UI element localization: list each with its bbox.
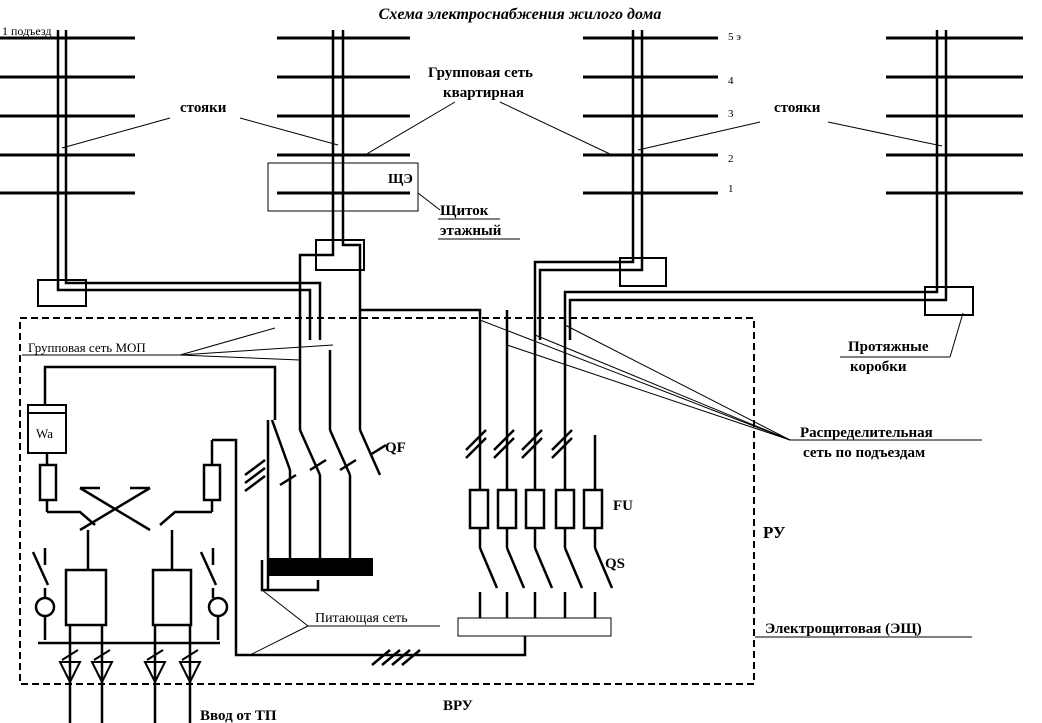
meter-label: Wa [36, 426, 53, 441]
floor-lines [0, 36, 1023, 195]
qf-busbar [268, 558, 373, 576]
pull-boxes [37, 239, 974, 316]
floor-number-1: 1 [728, 183, 734, 195]
input-section [31, 438, 527, 723]
floor-board-box [267, 162, 419, 212]
group-net-label-2: квартирная [443, 85, 524, 101]
floor-number-5: 5 э [728, 31, 741, 43]
risers-label-left: стояки [180, 100, 227, 116]
pull-boxes-label-2: коробки [850, 359, 907, 375]
pull-boxes-label-1: Протяжные [848, 339, 929, 355]
fu-label: FU [613, 498, 633, 514]
fu-qs-section [465, 310, 614, 625]
qf-label: QF [385, 440, 406, 456]
input-arrows [58, 649, 202, 685]
group-net-label-1: Групповая сеть [428, 65, 533, 81]
floor-number-4: 4 [728, 75, 734, 87]
distribution-label-2: сеть по подъездам [803, 445, 925, 461]
floor-board-label-1: Щиток [440, 203, 489, 219]
qs-label: QS [605, 556, 625, 572]
diagram-title: Схема электроснабжения жилого дома [379, 6, 662, 23]
entrance-label: 1 подъезд [2, 24, 52, 38]
qf-breakers [244, 340, 387, 590]
floor-board-label-2: этажный [440, 223, 502, 239]
vru-label: ВРУ [443, 698, 473, 714]
floor-number-3: 3 [728, 108, 734, 120]
ru-label: РУ [763, 523, 786, 542]
supply-net-label: Питающая сеть [315, 611, 408, 626]
distribution-label-1: Распределительная [800, 425, 933, 441]
floor-numbers: 5 э 4 3 2 1 [728, 31, 741, 195]
input-label: Ввод от ТП [200, 708, 277, 723]
floor-number-2: 2 [728, 153, 734, 165]
leader-lines-top [61, 101, 943, 156]
risers-label-right: стояки [774, 100, 821, 116]
switch-room-label: Электрощитовая (ЭЩ) [765, 621, 922, 637]
qs-busbar [457, 617, 612, 637]
floor-board-code: ЩЭ [388, 172, 413, 187]
mop-feed [43, 365, 277, 420]
group-net-mop-label: Групповая сеть МОП [28, 340, 146, 355]
risers [56, 30, 948, 345]
vru-frame [19, 317, 755, 685]
